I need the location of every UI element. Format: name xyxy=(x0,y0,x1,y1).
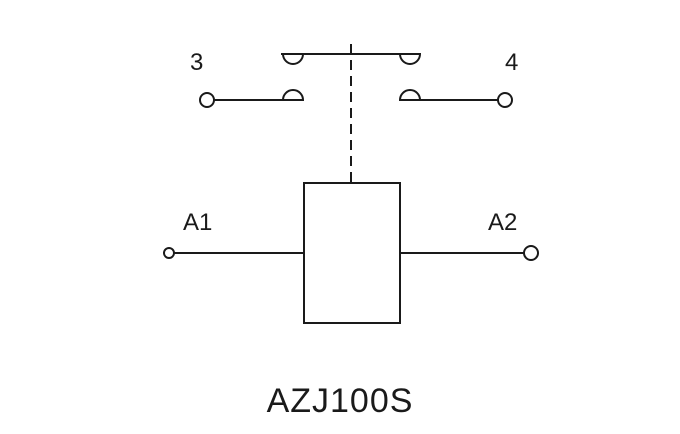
terminal-a1 xyxy=(163,247,175,259)
label-terminal-4: 4 xyxy=(505,49,518,76)
bridge-contact-left xyxy=(281,53,305,65)
fixed-contact-4 xyxy=(398,89,422,101)
label-terminal-a2: A2 xyxy=(488,209,517,236)
terminal-a2 xyxy=(523,245,539,261)
relay-coil xyxy=(303,182,401,324)
fixed-contact-3 xyxy=(281,89,305,101)
bridge-contact-right xyxy=(398,53,422,65)
label-terminal-a1: A1 xyxy=(183,209,212,236)
terminal-4 xyxy=(497,92,513,108)
model-label: AZJ100S xyxy=(267,382,414,420)
label-terminal-3: 3 xyxy=(190,49,203,76)
terminal-3 xyxy=(199,92,215,108)
